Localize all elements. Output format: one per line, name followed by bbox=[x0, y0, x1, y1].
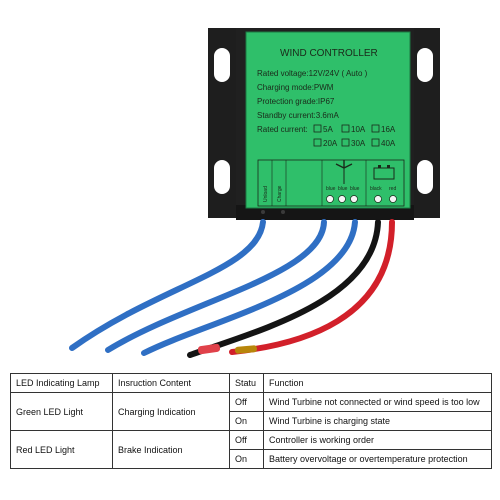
cell-status: Off bbox=[229, 392, 264, 412]
led-dot-left bbox=[261, 210, 265, 214]
checkbox-16a bbox=[371, 124, 380, 133]
wires bbox=[69, 219, 395, 358]
spec-line-voltage: Rated voltage:12V/24V ( Auto ) bbox=[257, 69, 368, 78]
table-row: Green LED Light Charging Indication Off … bbox=[10, 392, 492, 431]
cell-status: Off bbox=[229, 430, 264, 450]
cell-function: Battery overvoltage or overtemperature p… bbox=[263, 449, 492, 469]
rated-current-label: Rated current: bbox=[257, 125, 308, 134]
led-indication-table: LED Indicating Lamp Insruction Content S… bbox=[10, 373, 492, 469]
wire-blue-3 bbox=[141, 219, 358, 356]
wire-label-black: black bbox=[370, 186, 382, 192]
cell-status: On bbox=[229, 411, 264, 431]
table-header-row: LED Indicating Lamp Insruction Content S… bbox=[10, 373, 492, 393]
cell-content: Brake Indication bbox=[112, 430, 230, 469]
controller-title: WIND CONTROLLER bbox=[280, 48, 378, 59]
wire-red bbox=[229, 219, 395, 355]
cell-lamp: Red LED Light bbox=[10, 430, 113, 469]
mounting-flange-right bbox=[410, 28, 440, 218]
header-led-lamp: LED Indicating Lamp bbox=[10, 373, 113, 393]
terminal-label-charge: Charge bbox=[277, 185, 283, 202]
cell-function: Controller is working order bbox=[263, 430, 492, 450]
option-20a: 20A bbox=[323, 139, 338, 148]
header-instruction: Insruction Content bbox=[112, 373, 230, 393]
cell-lamp: Green LED Light bbox=[10, 392, 113, 431]
terminal-block bbox=[257, 159, 405, 207]
checkbox-40a bbox=[371, 138, 380, 147]
option-30a: 30A bbox=[351, 139, 366, 148]
spec-line-mode: Charging mode:PWM bbox=[257, 83, 334, 92]
cell-function: Wind Turbine not connected or wind speed… bbox=[263, 392, 492, 412]
wire-label-blue-3: blue bbox=[350, 186, 360, 192]
product-photo: WIND CONTROLLER Rated voltage:12V/24V ( … bbox=[69, 28, 440, 358]
spec-line-standby: Standby current:3.6mA bbox=[257, 111, 339, 120]
option-10a: 10A bbox=[351, 125, 366, 134]
terminal-label-unload: Unload bbox=[263, 186, 269, 202]
table-row: Red LED Light Brake Indication Off Contr… bbox=[10, 430, 492, 469]
cell-content: Charging Indication bbox=[112, 392, 230, 431]
wire-blue-1 bbox=[69, 219, 266, 351]
battery-icon bbox=[373, 165, 395, 180]
wire-ends bbox=[197, 343, 257, 355]
wire-label-red: red bbox=[389, 186, 396, 192]
spec-line-protection: Protection grade:IP67 bbox=[257, 97, 335, 106]
option-5a: 5A bbox=[323, 125, 333, 134]
cell-function: Wind Turbine is charging state bbox=[263, 411, 492, 431]
cell-status: On bbox=[229, 449, 264, 469]
mounting-flange-left bbox=[208, 28, 240, 218]
terminal-screws bbox=[326, 195, 397, 203]
wind-turbine-icon bbox=[335, 160, 353, 184]
wire-label-blue-2: blue bbox=[338, 186, 348, 192]
option-16a: 16A bbox=[381, 125, 396, 134]
checkbox-20a bbox=[313, 138, 322, 147]
header-function: Function bbox=[263, 373, 492, 393]
wire-blue-2 bbox=[105, 219, 327, 353]
header-status: Statu bbox=[229, 373, 264, 393]
led-dot-right bbox=[281, 210, 285, 214]
checkbox-10a bbox=[341, 124, 350, 133]
table-row: On Battery overvoltage or overtemperatur… bbox=[11, 449, 492, 469]
checkbox-5a bbox=[313, 124, 322, 133]
checkbox-30a bbox=[341, 138, 350, 147]
option-40a: 40A bbox=[381, 139, 396, 148]
wire-label-blue-1: blue bbox=[326, 186, 336, 192]
